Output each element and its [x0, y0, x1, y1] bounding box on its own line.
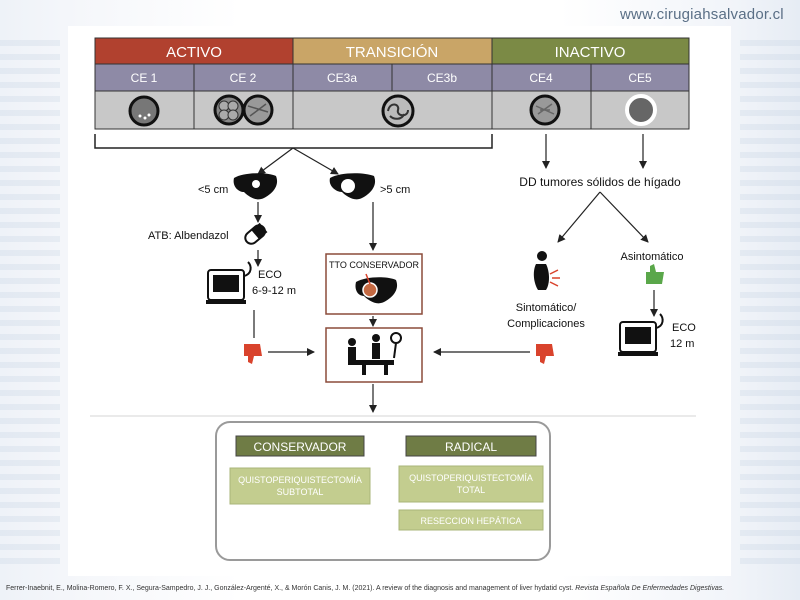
patient-pain-icon	[533, 251, 560, 290]
ce3b-label: CE3b	[427, 71, 457, 85]
thumb-down-left-icon	[244, 344, 262, 364]
conservador-title: CONSERVADOR	[254, 440, 347, 454]
ce2-label: CE 2	[230, 71, 257, 85]
thumb-up-icon	[646, 264, 664, 284]
eco-right-interval: 12 m	[670, 338, 694, 350]
drained-liver-icon	[355, 273, 398, 304]
conservador-option	[229, 467, 371, 505]
eco-left-title: ECO	[258, 269, 282, 281]
diagram-panel: ACTIVO TRANSICIÓN INACTIVO CE 1 CE 2 CE3…	[68, 26, 731, 576]
atb-label: ATB: Albendazol	[148, 230, 229, 242]
radical-option-resection	[398, 509, 544, 531]
ce3a-label: CE3a	[327, 71, 357, 85]
ce5-label: CE5	[628, 71, 652, 85]
active-transition-bracket	[94, 134, 493, 149]
stage-inactivo-label: INACTIVO	[555, 44, 626, 61]
arrow-to-asymptomatic	[599, 191, 649, 243]
conservador-option-line1: QUISTOPERIQUISTECTOMÍA	[238, 475, 362, 485]
arrow-to-symptomatic	[557, 191, 601, 243]
citation: Ferrer-Inaebnit, E., Molina-Romero, F. X…	[6, 585, 724, 592]
citation-journal: Revista Española De Enfermedades Digesti…	[575, 585, 725, 592]
arrow-to-large	[292, 147, 339, 175]
symptomatic-label-line1: Sintomático/	[516, 302, 577, 314]
stage-transicion-cell	[292, 37, 493, 65]
eco-right-title: ECO	[672, 322, 696, 334]
liver-small-icon	[233, 173, 278, 200]
eco-left-interval: 6-9-12 m	[252, 285, 296, 297]
citation-text: Ferrer-Inaebnit, E., Molina-Romero, F. X…	[6, 585, 574, 592]
ce3-cyst-icon	[381, 94, 415, 128]
site-url[interactable]: www.cirugiahsalvador.cl	[620, 6, 784, 23]
stage-activo-label: ACTIVO	[166, 44, 222, 61]
ce1-cyst-icon	[128, 95, 160, 127]
ce1-label: CE 1	[131, 71, 158, 85]
radical-option-total	[398, 465, 544, 503]
ce4-cell	[491, 63, 592, 92]
right-decorative-stripes	[740, 40, 800, 570]
ce5-cyst-icon	[625, 94, 657, 126]
ce4-label: CE4	[529, 71, 553, 85]
stage-inactivo-cell	[491, 37, 690, 65]
radical-option1-line2: TOTAL	[457, 485, 485, 495]
tto-conservador-label: TTO CONSERVADOR	[329, 260, 420, 270]
ultrasound-left-icon	[206, 261, 252, 304]
arrow-to-small	[257, 147, 294, 175]
stage-table: ACTIVO TRANSICIÓN INACTIVO CE 1 CE 2 CE3…	[94, 37, 690, 130]
large-size-label: >5 cm	[380, 184, 410, 196]
stage-activo-cell	[94, 37, 294, 65]
stage-transicion-label: TRANSICIÓN	[346, 44, 439, 61]
conservador-option-line2: SUBTOTAL	[277, 487, 324, 497]
symptomatic-label-line2: Complicaciones	[507, 318, 585, 330]
liver-large-icon	[329, 173, 376, 200]
ce4-cyst-icon	[529, 94, 561, 126]
radical-header	[405, 435, 537, 457]
dd-label: DD tumores sólidos de hígado	[519, 175, 681, 189]
small-size-label: <5 cm	[198, 184, 228, 196]
ce2-cyst-icon	[213, 94, 274, 126]
pill-icon	[244, 222, 268, 245]
asymptomatic-label: Asintomático	[621, 251, 684, 263]
ultrasound-right-icon	[618, 313, 664, 356]
radical-option2-label: RESECCION HEPÁTICA	[420, 516, 521, 526]
conservador-header	[235, 435, 365, 457]
ce3a-cell	[292, 63, 393, 92]
surgery-team-icon	[348, 332, 402, 375]
radical-option1-line1: QUISTOPERIQUISTECTOMÍA	[409, 473, 533, 483]
left-decorative-stripes	[0, 40, 60, 570]
flow-diagram: ACTIVO TRANSICIÓN INACTIVO CE 1 CE 2 CE3…	[90, 37, 696, 561]
thumb-down-right-icon	[536, 344, 554, 364]
radical-title: RADICAL	[445, 440, 497, 454]
